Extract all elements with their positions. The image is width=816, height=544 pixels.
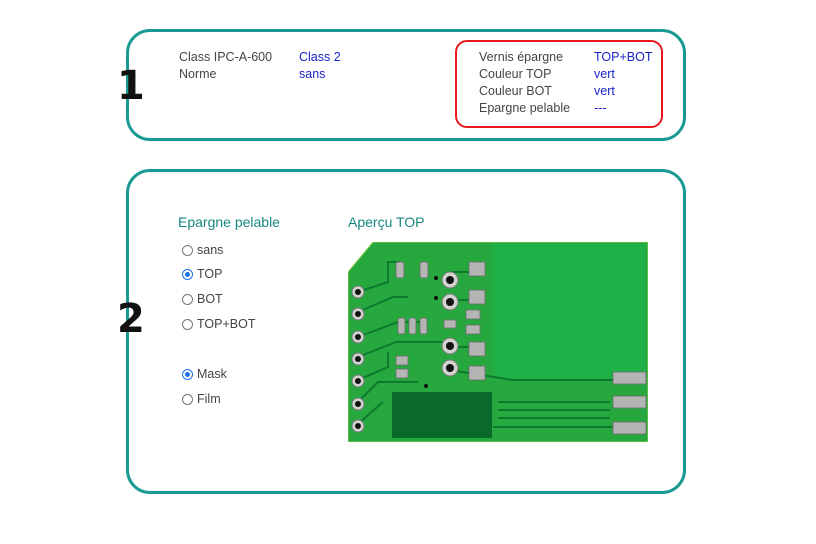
radio-mask-label: Mask — [197, 367, 227, 381]
section-number-1: 1 — [117, 63, 145, 109]
couleur-bot-value: vert — [594, 84, 615, 98]
vernis-value: TOP+BOT — [594, 50, 653, 64]
radio-top-label: TOP — [197, 267, 223, 281]
ipc-class-value: Class 2 — [299, 50, 341, 64]
radio-mask[interactable]: Mask — [182, 366, 227, 382]
radio-film-circle[interactable] — [182, 393, 193, 405]
section-number-2: 2 — [117, 296, 145, 342]
epargne-pelable-heading: Epargne pelable — [178, 214, 280, 230]
radio-top[interactable]: TOP — [182, 266, 222, 282]
radio-topbot-circle[interactable] — [182, 318, 193, 330]
radio-film-label: Film — [197, 392, 221, 406]
couleur-top-label: Couleur TOP — [479, 67, 552, 81]
radio-sans-circle[interactable] — [182, 244, 193, 256]
pcb-preview-image — [348, 242, 648, 442]
vernis-label: Vernis épargne — [479, 50, 564, 64]
radio-top-circle[interactable] — [182, 268, 193, 280]
highlight-box — [455, 40, 663, 128]
epargne-pelable-value: --- — [594, 101, 607, 115]
norme-label: Norme — [179, 67, 217, 81]
couleur-bot-label: Couleur BOT — [479, 84, 552, 98]
radio-topbot[interactable]: TOP+BOT — [182, 316, 255, 332]
radio-topbot-label: TOP+BOT — [197, 317, 256, 331]
radio-bot-circle[interactable] — [182, 293, 193, 305]
norme-value: sans — [299, 67, 326, 81]
radio-mask-circle[interactable] — [182, 368, 193, 380]
radio-bot[interactable]: BOT — [182, 291, 223, 307]
radio-sans-label: sans — [197, 243, 224, 257]
radio-sans[interactable]: sans — [182, 242, 223, 258]
ipc-class-label: Class IPC-A-600 — [179, 50, 273, 64]
couleur-top-value: vert — [594, 67, 615, 81]
radio-film[interactable]: Film — [182, 391, 221, 407]
preview-heading: Aperçu TOP — [348, 214, 425, 230]
summary-panel — [126, 29, 686, 141]
epargne-pelable-label: Epargne pelable — [479, 101, 571, 115]
radio-bot-label: BOT — [197, 292, 223, 306]
